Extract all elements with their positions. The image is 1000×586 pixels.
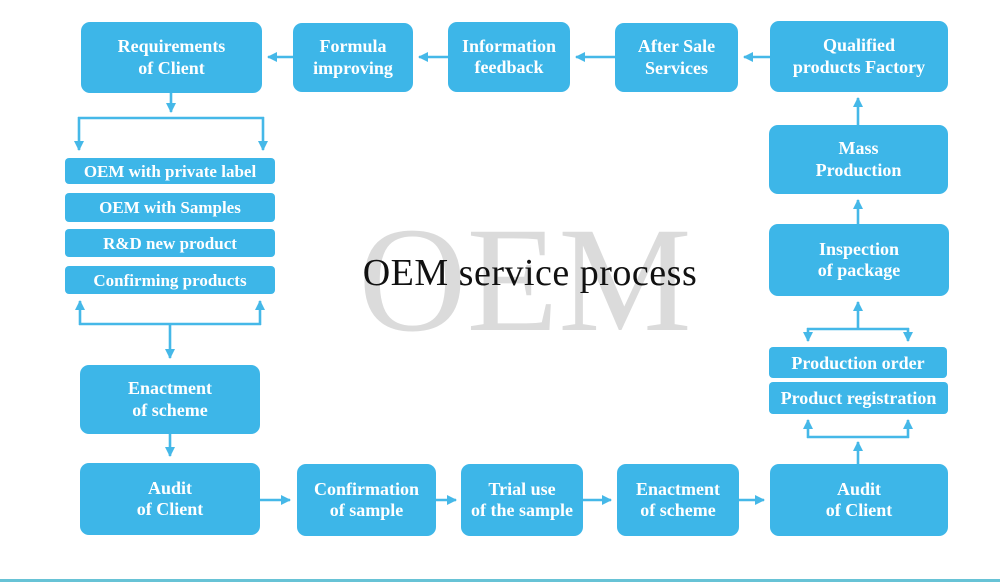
bottom-rule-divider [0,579,1000,582]
node-rd-new-product: R&D new product [65,229,275,257]
node-after-sale-services: After Sale Services [615,23,738,92]
node-audit-of-client-right: Audit of Client [770,464,948,536]
node-formula-improving: Formula improving [293,23,413,92]
node-confirming-products: Confirming products [65,266,275,294]
node-inspection-of-package: Inspection of package [769,224,949,296]
node-qualified-products-factory: Qualified products Factory [770,21,948,92]
node-product-registration: Product registration [769,382,948,414]
node-confirmation-of-sample: Confirmation of sample [297,464,436,536]
node-enactment-of-scheme-left: Enactment of scheme [80,365,260,434]
node-oem-with-samples: OEM with Samples [65,193,275,222]
diagram-title: OEM service process [362,252,698,294]
node-production-order: Production order [769,347,947,378]
node-trial-use-of-the-sample: Trial use of the sample [461,464,583,536]
node-information-feedback: Information feedback [448,22,570,92]
node-oem-with-private-label: OEM with private label [65,158,275,184]
watermark-text: OEM [358,197,692,363]
node-mass-production: Mass Production [769,125,948,194]
node-requirements-of-client: Requirements of Client [81,22,262,93]
node-audit-of-client-left: Audit of Client [80,463,260,535]
node-enactment-of-scheme-bottom: Enactment of scheme [617,464,739,536]
